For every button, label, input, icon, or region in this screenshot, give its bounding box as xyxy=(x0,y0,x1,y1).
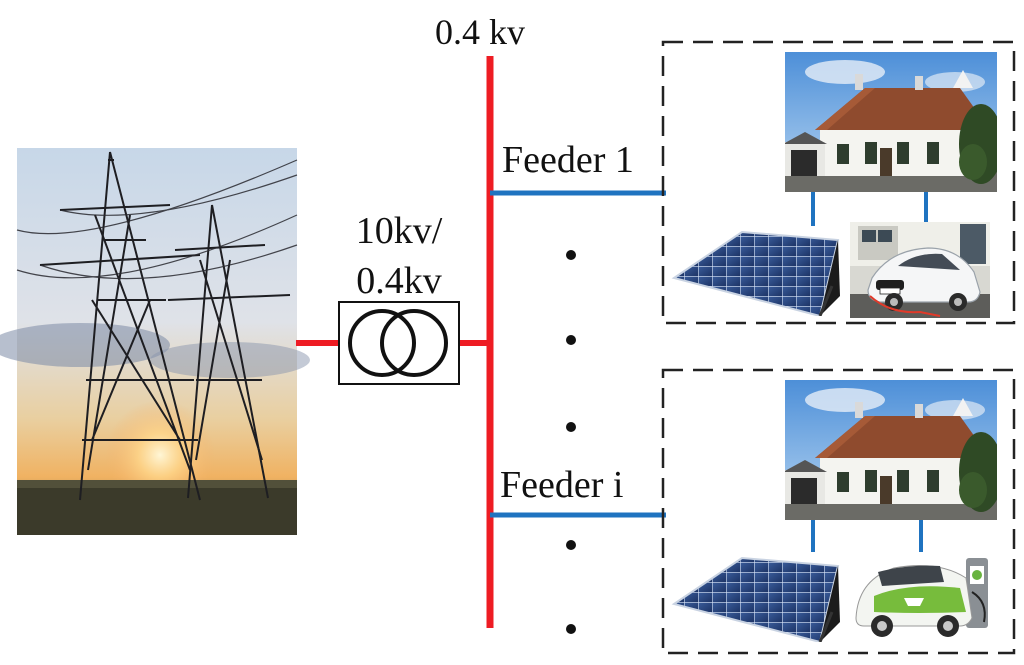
transformer-rating-line1: 10kv/ xyxy=(356,210,443,252)
feeder-i-charging-ev-photo xyxy=(848,552,998,642)
ellipsis-dots xyxy=(566,250,576,634)
transformer-rating-line2: 0.4kv xyxy=(356,260,442,302)
feeder-i-solar-panel-photo xyxy=(670,552,840,642)
feeder-1-load-box xyxy=(661,40,1016,325)
feeder-1-label: Feeder 1 xyxy=(502,139,634,181)
transformer-symbol xyxy=(338,301,460,385)
feeder-i-label: Feeder i xyxy=(500,464,623,506)
feeder-1-solar-panel-photo xyxy=(670,226,840,316)
transmission-tower-photo xyxy=(0,148,310,535)
feeder-1-electric-car-photo xyxy=(850,222,990,318)
feeder-i-house-photo xyxy=(785,380,997,520)
feeder-1-house-photo xyxy=(785,52,997,192)
bus-voltage-label: 0.4 kv xyxy=(435,12,525,52)
feeder-i-load-box xyxy=(661,368,1016,655)
